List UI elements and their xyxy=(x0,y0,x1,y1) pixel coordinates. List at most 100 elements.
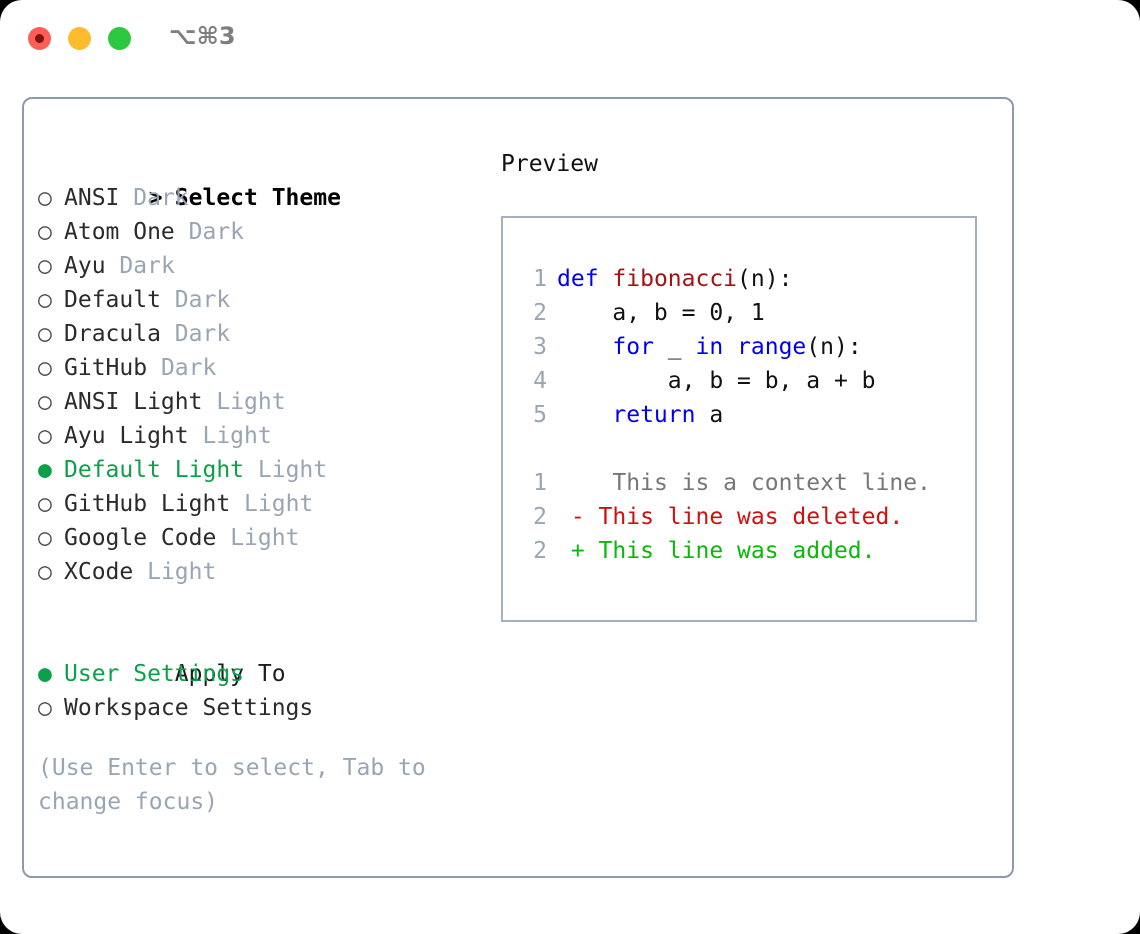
theme-option-category: Light xyxy=(230,525,300,551)
diff-line: 2 + This line was added. xyxy=(521,534,931,568)
code-token xyxy=(557,402,612,428)
theme-option-name: XCode xyxy=(64,559,134,585)
apply-to-option-user-settings[interactable]: ● User Settings xyxy=(38,657,498,691)
theme-option-name: ANSI Light xyxy=(64,389,203,415)
theme-option-ayu[interactable]: ○ Ayu Dark xyxy=(38,249,498,283)
theme-dialog: >Select Theme ○ANSI Dark○Atom One Dark○A… xyxy=(22,97,1014,878)
radio-unselected-icon[interactable]: ○ xyxy=(38,559,52,585)
code-token: a, b = b, a + b xyxy=(557,368,876,394)
code-token xyxy=(723,334,737,360)
radio-unselected-icon[interactable]: ○ xyxy=(38,321,52,347)
theme-option-github-light[interactable]: ○ GitHub Light Light xyxy=(38,487,498,521)
theme-option-name: Atom One xyxy=(64,219,175,245)
code-token: return xyxy=(612,402,696,428)
diff-marker xyxy=(557,470,585,496)
radio-unselected-icon[interactable]: ○ xyxy=(38,389,52,415)
line-number: 5 xyxy=(533,402,547,428)
line-number: 2 xyxy=(533,538,547,564)
line-number: 4 xyxy=(533,368,547,394)
apply-to-heading: ○Apply To xyxy=(38,623,498,687)
diff-line: 2 - This line was deleted. xyxy=(521,500,931,534)
maximize-button[interactable] xyxy=(108,27,131,50)
radio-unselected-icon[interactable]: ○ xyxy=(38,355,52,381)
theme-option-category: Light xyxy=(244,491,314,517)
theme-option-ansi-light[interactable]: ○ANSI Light Light xyxy=(38,385,498,419)
theme-option-name: Ayu xyxy=(64,253,106,279)
radio-unselected-icon[interactable]: ○ xyxy=(38,185,52,211)
apply-to-option-workspace-settings[interactable]: ○Workspace Settings xyxy=(38,691,498,725)
theme-option-name: GitHub xyxy=(64,355,148,381)
close-button[interactable] xyxy=(28,27,51,50)
theme-option-ayu-light[interactable]: ○ Ayu Light Light xyxy=(38,419,498,453)
theme-option-atom-one[interactable]: ○ Atom One Dark xyxy=(38,215,498,249)
theme-option-ansi[interactable]: ○ ANSI Dark xyxy=(38,181,498,215)
code-token: in xyxy=(695,334,724,360)
theme-option-name: Default Light xyxy=(64,457,245,483)
radio-unselected-icon[interactable]: ○ xyxy=(38,525,52,551)
code-token: a, b = 0, 1 xyxy=(557,300,765,326)
theme-option-name: GitHub Light xyxy=(64,491,231,517)
minimize-button[interactable] xyxy=(68,27,91,50)
radio-unselected-icon[interactable]: ○ xyxy=(38,219,52,245)
theme-option-xcode[interactable]: ○XCode Light xyxy=(38,555,498,589)
theme-option-name: Dracula xyxy=(64,321,161,347)
diff-marker: + xyxy=(557,538,585,564)
theme-option-name: ANSI xyxy=(64,185,120,211)
code-token xyxy=(599,266,613,292)
keyboard-hint: (Use Enter to select, Tab to change focu… xyxy=(38,755,426,815)
theme-option-name: Google Code xyxy=(64,525,217,551)
preview-title: Preview xyxy=(501,151,598,177)
radio-selected-icon[interactable]: ● xyxy=(38,457,52,483)
code-token: range xyxy=(737,334,807,360)
theme-option-category: Light xyxy=(202,423,272,449)
theme-option-list: ○ ANSI Dark ○ Atom One Dark ○ Ayu Dark ○ Defaul… xyxy=(38,181,498,589)
theme-option-google-code[interactable]: ○ Google Code Light xyxy=(38,521,498,555)
line-number: 2 xyxy=(533,504,547,530)
theme-option-category: Dark xyxy=(174,287,231,313)
code-blank-line xyxy=(521,432,931,466)
apply-to-option-list: ● User Settings ○Workspace Settings xyxy=(38,657,498,725)
radio-selected-icon[interactable]: ● xyxy=(38,661,52,687)
diff-text: This line was added. xyxy=(584,538,876,564)
line-number: 1 xyxy=(533,266,547,292)
theme-option-dracula[interactable]: ○ Dracula Dark xyxy=(38,317,498,351)
diff-marker: - xyxy=(557,504,585,530)
radio-unselected-icon[interactable]: ○ xyxy=(38,253,52,279)
theme-option-category: Dark xyxy=(119,253,175,279)
theme-option-name: Default xyxy=(64,287,161,313)
theme-option-category: Dark xyxy=(133,185,189,211)
theme-option-category: Dark xyxy=(188,219,245,245)
code-token: fibonacci xyxy=(612,266,738,292)
diff-text: This is a context line. xyxy=(584,470,931,496)
code-line: 4 a, b = b, a + b xyxy=(521,364,931,398)
theme-option-github[interactable]: ○ GitHub Dark xyxy=(38,351,498,385)
diff-text: This line was deleted. xyxy=(584,504,904,530)
radio-unselected-icon[interactable]: ○ xyxy=(38,695,52,721)
theme-option-default[interactable]: ○ Default Dark xyxy=(38,283,498,317)
radio-unselected-icon[interactable]: ○ xyxy=(38,423,52,449)
radio-unselected-icon[interactable]: ○ xyxy=(38,287,52,313)
title-bar: ⌥⌘3 xyxy=(0,0,1140,78)
code-token: for xyxy=(612,334,654,360)
theme-option-category: Light xyxy=(257,457,328,483)
theme-option-default-light[interactable]: ● Default Light Light xyxy=(38,453,498,487)
theme-option-name: Ayu Light xyxy=(64,423,189,449)
code-token: (n): xyxy=(737,266,793,292)
code-token: _ xyxy=(653,334,696,360)
select-theme-heading: > Select Theme xyxy=(38,147,498,211)
radio-unselected-icon[interactable]: ○ xyxy=(38,491,52,517)
line-number: 2 xyxy=(533,300,547,326)
line-number: 1 xyxy=(533,470,547,496)
select-theme-heading-label: Select Theme xyxy=(174,185,341,211)
theme-option-category: Dark xyxy=(160,355,217,381)
apply-to-option-name: User Settings xyxy=(64,661,245,687)
line-number: 3 xyxy=(533,334,547,360)
code-line: 5 return a xyxy=(521,398,931,432)
theme-option-category: Dark xyxy=(174,321,231,347)
prompt-caret-icon: > xyxy=(148,185,163,211)
